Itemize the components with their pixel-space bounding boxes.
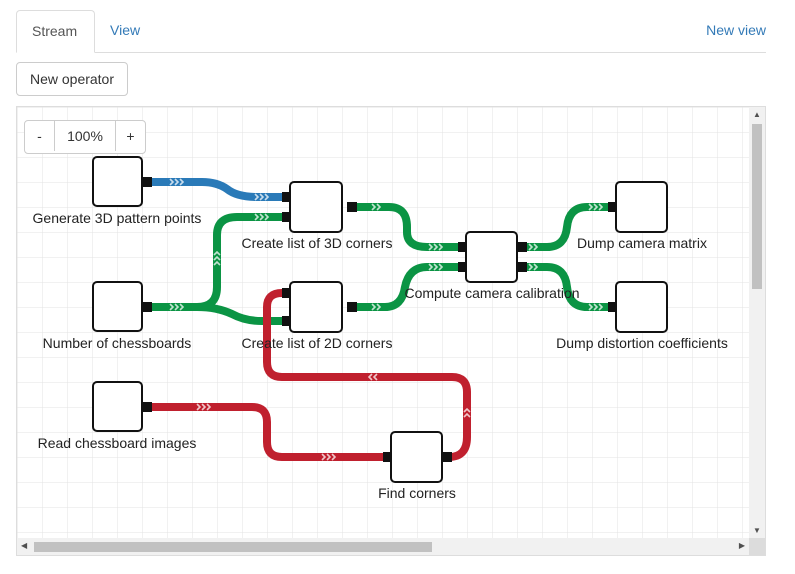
operator-label-list2d: Create list of 2D corners: [242, 335, 393, 351]
scroll-right-icon[interactable]: ▶: [738, 541, 745, 550]
link-calib-dumpd[interactable]: [519, 263, 615, 311]
flow-canvas[interactable]: Generate 3D pattern points Number of che…: [16, 106, 766, 556]
link-readimg-findc[interactable]: [152, 403, 389, 461]
link-calib-dumpm[interactable]: [519, 203, 615, 251]
zoom-out-button[interactable]: -: [37, 128, 42, 144]
scroll-left-icon[interactable]: ◀: [21, 541, 28, 550]
operator-label-dumpm: Dump camera matrix: [577, 235, 707, 251]
operator-box-dumpd[interactable]: [615, 281, 668, 333]
operator-box-readimg[interactable]: [92, 381, 143, 432]
new-view-link[interactable]: New view: [706, 22, 766, 38]
operator-box-calib[interactable]: [465, 231, 518, 283]
operator-box-list3d[interactable]: [289, 181, 343, 233]
link-gen3d-list3d[interactable]: [152, 178, 289, 201]
vertical-scroll-thumb[interactable]: [752, 124, 762, 289]
link-numcb-list2d[interactable]: [152, 303, 289, 325]
new-operator-button[interactable]: New operator: [16, 62, 128, 96]
link-findc-list2d[interactable]: [263, 289, 471, 461]
flow-diagram: Generate 3D pattern points Number of che…: [17, 107, 765, 555]
zoom-level: 100%: [54, 121, 116, 151]
operator-box-numcb[interactable]: [92, 281, 143, 332]
horizontal-scroll-thumb[interactable]: [34, 542, 432, 552]
operator-box-list2d[interactable]: [289, 281, 343, 333]
operator-box-dumpm[interactable]: [615, 181, 668, 233]
zoom-control: - 100% +: [24, 120, 146, 154]
scrollbar-corner: [749, 538, 765, 555]
operator-label-dumpd: Dump distortion coefficients: [556, 335, 728, 351]
operator-box-gen3d[interactable]: [92, 156, 143, 207]
operator-label-list3d: Create list of 3D corners: [242, 235, 393, 251]
tab-view[interactable]: View: [110, 22, 141, 38]
operator-label-gen3d: Generate 3D pattern points: [33, 210, 202, 226]
scroll-down-icon[interactable]: ▼: [753, 526, 761, 535]
horizontal-scrollbar[interactable]: ◀ ▶: [17, 538, 749, 555]
link-list3d-calib[interactable]: [349, 203, 465, 251]
operator-box-findc[interactable]: [390, 431, 443, 483]
vertical-scrollbar[interactable]: ▲ ▼: [749, 107, 765, 539]
operator-label-calib: Compute camera calibration: [404, 285, 579, 301]
operator-label-readimg: Read chessboard images: [38, 435, 197, 451]
scroll-up-icon[interactable]: ▲: [753, 110, 761, 119]
zoom-in-button[interactable]: +: [126, 128, 135, 144]
operator-label-numcb: Number of chessboards: [43, 335, 192, 351]
link-list2d-calib[interactable]: [349, 263, 465, 311]
tab-bar: Stream View New view: [16, 10, 766, 53]
operator-label-findc: Find corners: [378, 485, 456, 501]
tab-stream[interactable]: Stream: [16, 10, 95, 53]
